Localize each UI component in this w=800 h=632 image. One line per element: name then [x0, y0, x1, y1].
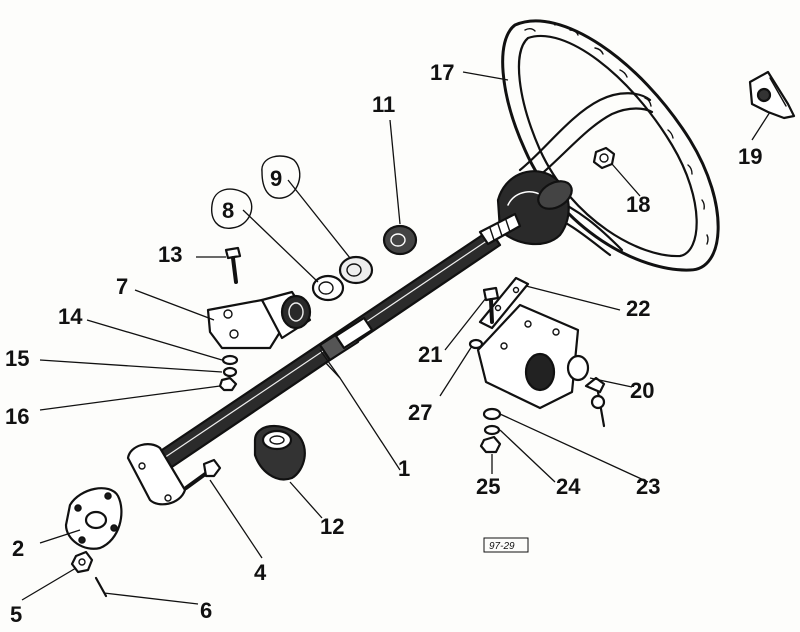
callout-24: 24: [556, 474, 581, 499]
ignition-switch-bracket: [476, 303, 606, 428]
callout-18: 18: [626, 192, 650, 217]
bracket-bolt: [224, 246, 242, 284]
bush-11: [382, 224, 418, 256]
callout-8: 8: [222, 198, 234, 223]
callout-4: 4: [254, 560, 267, 585]
steering-wheel: [496, 19, 720, 272]
callout-17: 17: [430, 60, 454, 85]
steering-column: [126, 212, 522, 506]
callout-11: 11: [372, 92, 395, 117]
callout-27: 27: [408, 400, 432, 425]
callout-6: 6: [200, 598, 212, 623]
callout-1: 1: [398, 456, 410, 481]
hub-nut: [592, 146, 616, 170]
callout-15: 15: [5, 346, 29, 371]
callout-13: 13: [158, 242, 182, 267]
callout-5: 5: [10, 602, 22, 627]
coupling-nut: [70, 550, 94, 574]
switch-fixings: [479, 407, 502, 454]
column-bracket: [206, 290, 312, 350]
bracket-clip: [748, 70, 796, 120]
callout-labels: 1 2 4 5 6 7 8 9 11 12 13 14 15 16 17 18 …: [5, 60, 762, 627]
callout-20: 20: [630, 378, 654, 403]
callout-2: 2: [12, 536, 24, 561]
bush-8: [311, 274, 345, 302]
reference-code: 97-29: [483, 537, 529, 553]
callout-16: 16: [5, 404, 29, 429]
coupling-disc: [64, 487, 123, 550]
washer-27: [468, 338, 484, 350]
callout-12: 12: [320, 514, 344, 539]
callout-23: 23: [636, 474, 660, 499]
callout-7: 7: [116, 274, 128, 299]
reference-code-text: 97-29: [489, 541, 515, 552]
callout-9: 9: [270, 166, 282, 191]
flange-bolt: [184, 458, 222, 490]
callout-19: 19: [738, 144, 762, 169]
leader-lines: [21, 71, 771, 605]
callout-14: 14: [58, 304, 83, 329]
callout-22: 22: [626, 296, 650, 321]
callout-21: 21: [418, 342, 442, 367]
callout-25: 25: [476, 474, 500, 499]
bracket-washers: [218, 354, 239, 392]
rubber-boot: [253, 424, 306, 481]
bush-9: [338, 255, 374, 285]
switch-bolt: [482, 286, 500, 324]
